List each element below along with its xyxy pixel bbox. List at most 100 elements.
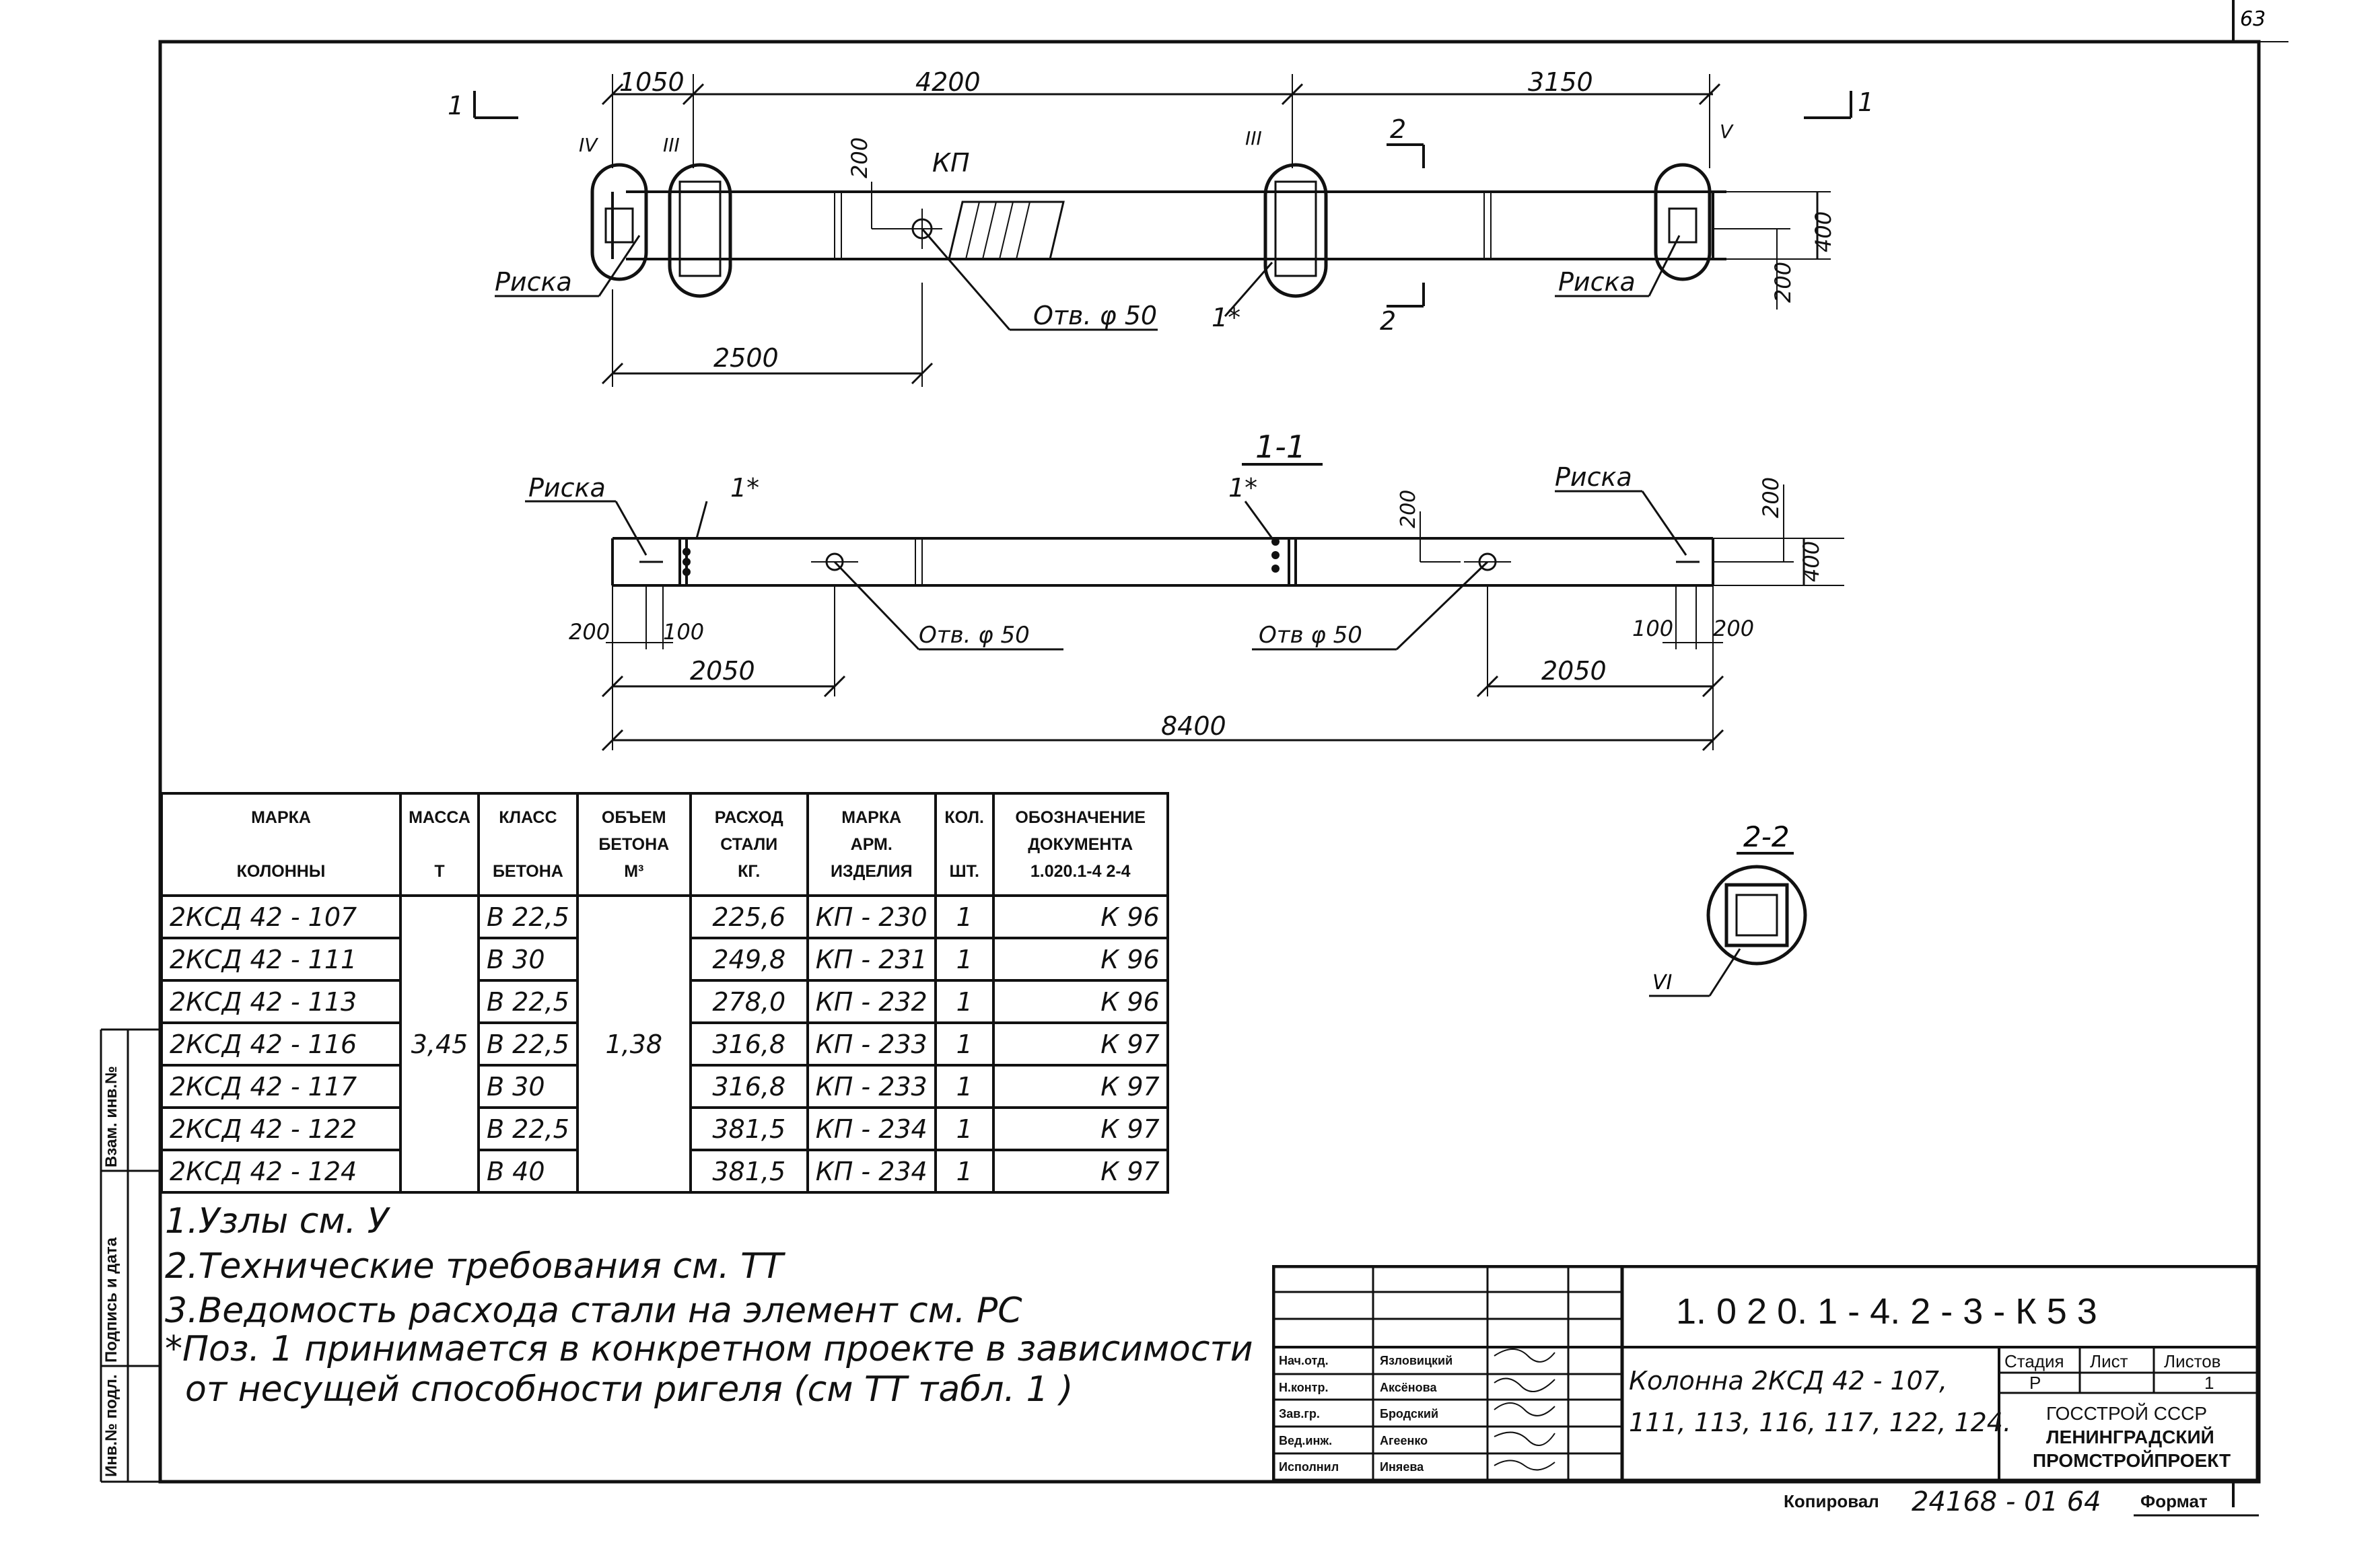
dim-4200: 4200 [915, 67, 981, 97]
star-left-11: 1* [730, 473, 759, 503]
riska-right: Риска [1558, 267, 1636, 297]
stage-value: Р [2029, 1373, 2041, 1393]
section-1-1-labels: 1-1 Риска Риска 1* 1* 200 100 100 200 20… [528, 429, 1824, 741]
section-1-right: 1 [1858, 87, 1874, 117]
dim-200-left-11: 200 [569, 619, 610, 645]
dim-2500: 2500 [713, 343, 779, 373]
table-row: 2КСД 42 - 124 В 40 381,5 КП - 234 1 К 97 [160, 1149, 1169, 1194]
table-row: 2КСД 42 - 122 В 22,5 381,5 КП - 234 1 К … [160, 1106, 1169, 1151]
copy-number: 24168 - 01 64 [1912, 1486, 2101, 1517]
dim-200-top-11: 200 [1397, 490, 1420, 528]
sheet-header: Лист [2090, 1351, 2128, 1371]
dim-200-bottom-right-11: 200 [1713, 616, 1754, 641]
stamp-vzam: Взам. инв.№ [102, 1066, 120, 1167]
table-row: 2КСД 42 - 116 В 22,5 316,8 КП - 233 1 К … [160, 1021, 1169, 1067]
sheet-frame [158, 0, 2288, 1507]
section-2-2-title: 2-2 [1743, 820, 1790, 853]
sheets-value: 1 [2204, 1373, 2214, 1393]
title-line-1: Колонна 2КСД 42 - 107, [1629, 1366, 1948, 1396]
note-2: 2.Технические требования см. ТТ [165, 1246, 783, 1287]
stage-header: Стадия [2004, 1351, 2064, 1371]
plan-view [473, 74, 1852, 387]
side-stamp-frame [100, 1028, 160, 1483]
sheets-header: Листов [2164, 1351, 2221, 1371]
table-row: 2КСД 42 - 113 В 22,5 278,0 КП - 232 1 К … [160, 979, 1169, 1024]
dim-1050: 1050 [619, 67, 685, 97]
format-label: Формат [2140, 1491, 2208, 1511]
volume-value: 1,38 [575, 894, 692, 1194]
hole-left-11: Отв. φ 50 [919, 622, 1030, 649]
sig-role-3: Вед.инж. [1279, 1434, 1333, 1447]
table-row: 2КСД 42 - 117 В 30 316,8 КП - 233 1 К 97 [160, 1064, 1169, 1109]
section-1-1-title: 1-1 [1255, 429, 1306, 465]
table-row: 2КСД 42 - 107 3,45 В 22,5 1,38 225,6 КП … [160, 894, 1169, 1194]
note-4: *Поз. 1 принимается в конкретном проекте… [165, 1329, 1253, 1369]
org-line-3: ПРОМСТРОЙПРОЕКТ [2033, 1450, 2231, 1471]
star-right-11: 1* [1228, 473, 1257, 503]
dim-400-11: 400 [1798, 541, 1824, 582]
hole-right-11: Отв φ 50 [1259, 622, 1362, 649]
copied-label: Копировал [1784, 1491, 1879, 1511]
sig-name-2: Бродский [1380, 1407, 1439, 1420]
dim-100-left-11: 100 [663, 619, 704, 645]
section-2-bottom: 2 [1380, 306, 1396, 336]
title-block-grid [1272, 1265, 2259, 1480]
sig-role-1: Н.контр. [1279, 1381, 1329, 1394]
sig-role-2: Зав.гр. [1279, 1407, 1320, 1420]
designation: 1. 0 2 0. 1 - 4. 2 - 3 - К 5 3 [1676, 1291, 2097, 1332]
dim-3150: 3150 [1528, 67, 1593, 97]
dim-8400: 8400 [1161, 711, 1226, 741]
dim-200-top: 200 [847, 137, 872, 178]
dim-200-right-11: 200 [1758, 477, 1784, 518]
plan-labels: 1050 4200 3150 2500 КП Отв. φ 50 Риска Р… [448, 67, 1874, 373]
dim-400: 400 [1811, 211, 1836, 252]
node-iii-left: III [663, 134, 680, 156]
section-2-top: 2 [1390, 114, 1406, 144]
stamp-podpis: Подпись и дата [102, 1237, 120, 1363]
node-iii-mid: III [1245, 127, 1262, 149]
mass-value: 3,45 [399, 894, 480, 1194]
org-line-2: ЛЕНИНГРАДСКИЙ [2046, 1427, 2214, 1447]
sheet-number: 63 [2240, 7, 2266, 31]
node-vi: VI [1652, 971, 1673, 995]
th-qty: КОЛ.ШТ. [934, 792, 995, 897]
footer: Копировал 24168 - 01 64 Формат [1784, 1486, 2208, 1517]
sig-name-3: Агеенко [1380, 1434, 1428, 1447]
riska-left: Риска [495, 267, 572, 297]
title-block: Нач.отд. Язловицкий Н.контр. Аксёнова За… [1272, 1265, 2259, 1480]
org-line-1: ГОССТРОЙ СССР [2046, 1403, 2208, 1424]
star-label: 1* [1212, 303, 1240, 332]
section-1-1-view [525, 463, 1844, 752]
riska-left-11: Риска [528, 473, 606, 503]
label-kp: КП [932, 148, 970, 178]
section-1-left: 1 [448, 91, 464, 120]
dim-100-right-11: 100 [1632, 616, 1673, 641]
note-1: 1.Узлы см. У [165, 1201, 389, 1241]
dim-2050-left: 2050 [690, 656, 755, 686]
section-2-2-view [1649, 852, 1807, 997]
node-iv: IV [579, 134, 598, 156]
node-v: V [1720, 120, 1734, 143]
sig-name-4: Иняева [1380, 1460, 1424, 1474]
title-line-2: 111, 113, 116, 117, 122, 124. [1629, 1408, 2012, 1437]
sig-name-0: Язловицкий [1380, 1354, 1453, 1367]
sig-name-1: Аксёнова [1380, 1381, 1437, 1394]
sig-role-0: Нач.отд. [1279, 1354, 1329, 1367]
table-row: 2КСД 42 - 111 В 30 249,8 КП - 231 1 К 96 [160, 937, 1169, 982]
note-5: от несущей способности ригеля (см ТТ таб… [185, 1369, 1074, 1410]
hole-label: Отв. φ 50 [1033, 301, 1157, 330]
dim-200-side: 200 [1770, 262, 1796, 303]
riska-right-11: Риска [1555, 462, 1632, 492]
dim-2050-right: 2050 [1541, 656, 1607, 686]
stamp-inv-podl: Инв.№ подл. [102, 1374, 120, 1477]
note-3: 3.Ведомость расхода стали на элемент см.… [165, 1291, 1022, 1331]
